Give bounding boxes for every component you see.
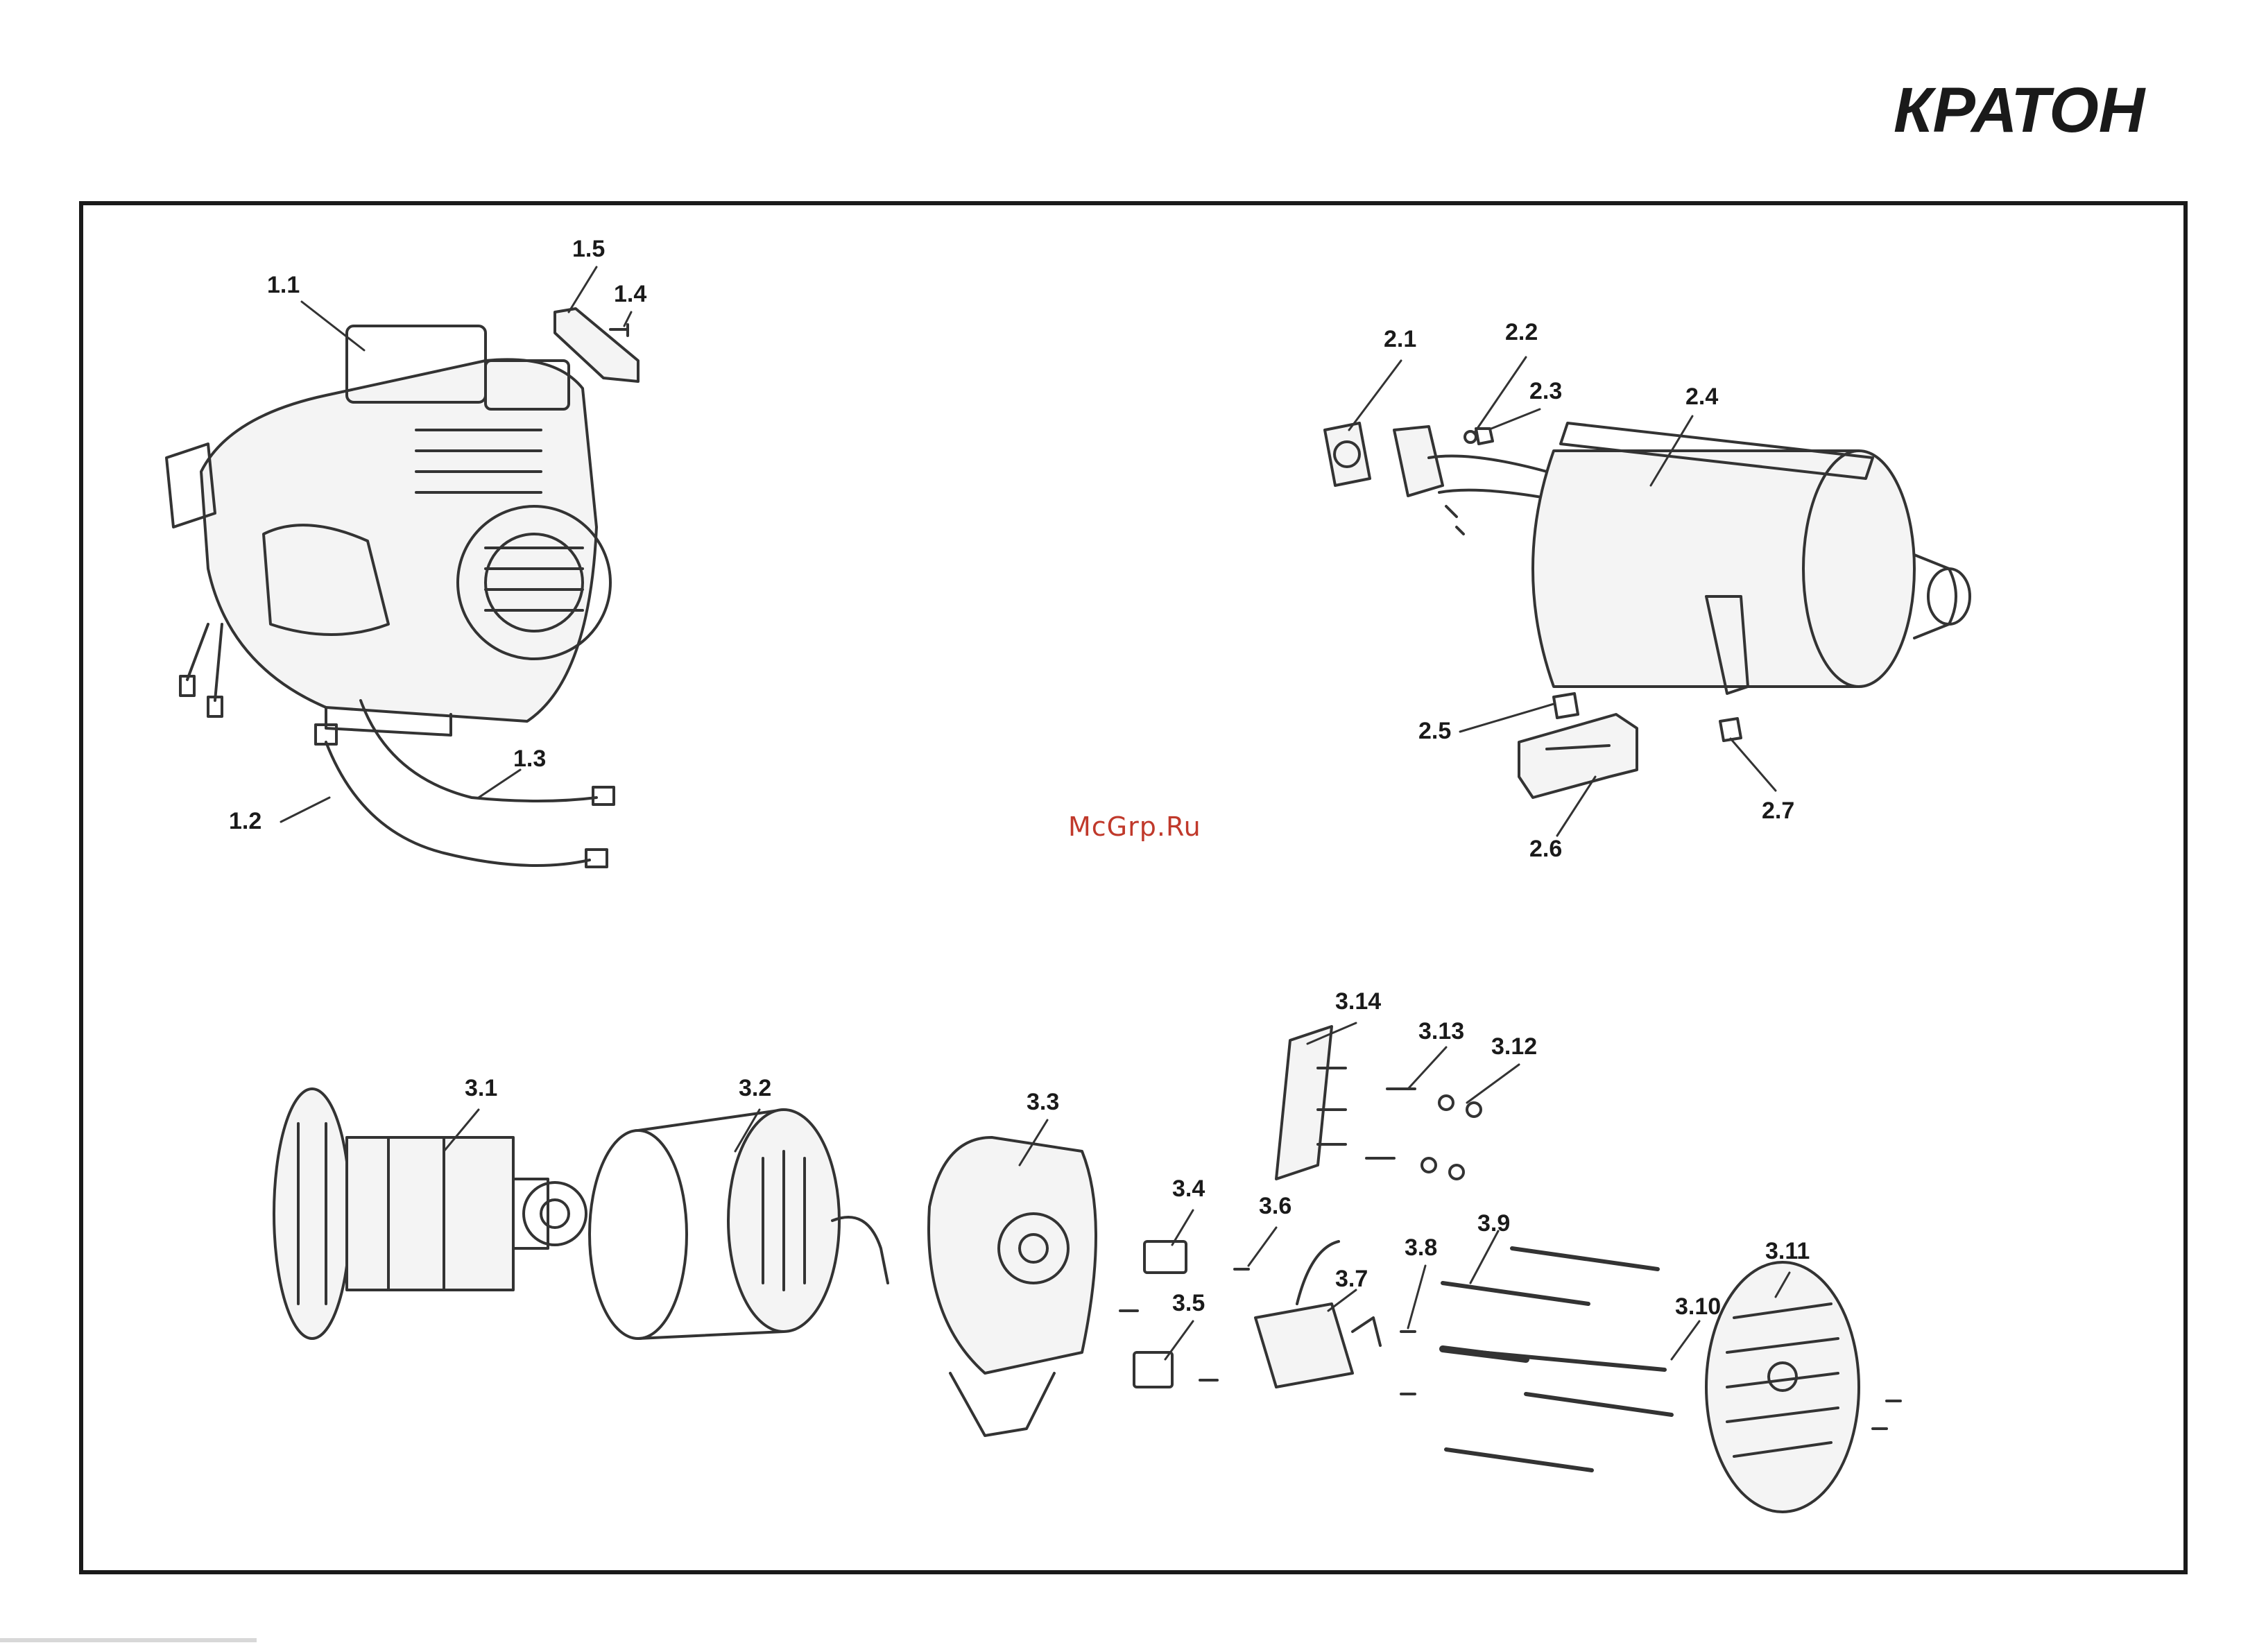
watermark: McGrp.Ru	[1068, 811, 1201, 842]
part-gasket-2-1	[1325, 423, 1370, 485]
callout-2-7: 2.7	[1762, 798, 1794, 825]
callout-3-8: 3.8	[1405, 1234, 1437, 1262]
callout-2-1: 2.1	[1384, 326, 1416, 353]
callout-2-2: 2.2	[1505, 319, 1538, 346]
callout-1-1: 1.1	[267, 272, 300, 299]
part-engine	[166, 326, 610, 735]
callout-3-13: 3.13	[1418, 1018, 1464, 1045]
callout-1-5: 1.5	[572, 236, 605, 263]
footer-rule	[0, 1638, 257, 1642]
part-cable-1-2	[326, 742, 590, 866]
callout-3-3: 3.3	[1027, 1089, 1059, 1116]
part-terminal-3-14	[1276, 1026, 1332, 1179]
callout-1-3: 1.3	[513, 746, 546, 773]
part-bolt-2-5	[1554, 694, 1578, 718]
callout-3-6: 3.6	[1259, 1193, 1291, 1220]
callout-1-4: 1.4	[614, 281, 646, 308]
part-nut-3-12	[1439, 1096, 1453, 1110]
callout-2-3: 2.3	[1529, 378, 1562, 405]
part-connector-3-4	[1144, 1241, 1186, 1273]
part-screw-3-8	[1401, 1332, 1415, 1394]
callout-3-9: 3.9	[1477, 1210, 1510, 1237]
callout-3-12: 3.12	[1491, 1033, 1537, 1060]
part-muffler-2-4	[1394, 423, 1970, 694]
callout-1-2: 1.2	[229, 808, 261, 835]
callout-3-4: 3.4	[1172, 1176, 1205, 1203]
part-regulator-3-7	[1255, 1304, 1353, 1387]
part-bolts-3-9	[1443, 1248, 1672, 1470]
part-nut-2-3	[1476, 429, 1493, 444]
part-end-cover-3-3	[929, 1137, 1096, 1436]
callout-2-4: 2.4	[1685, 384, 1718, 411]
part-rotor-3-1	[274, 1089, 586, 1339]
part-grille-cover-3-11	[1706, 1262, 1900, 1512]
callout-2-6: 2.6	[1529, 836, 1562, 863]
callout-3-2: 3.2	[739, 1075, 771, 1102]
callout-3-7: 3.7	[1335, 1266, 1368, 1293]
callout-3-10: 3.10	[1675, 1293, 1721, 1320]
part-bolt-3-13	[1366, 1089, 1415, 1158]
callout-2-5: 2.5	[1418, 718, 1451, 745]
callout-3-5: 3.5	[1172, 1290, 1205, 1317]
callout-3-11: 3.11	[1765, 1238, 1810, 1265]
callout-3-14: 3.14	[1335, 988, 1381, 1015]
callout-3-1: 3.1	[465, 1075, 497, 1102]
part-bracket-2-6	[1519, 714, 1637, 798]
part-bolt-2-7	[1720, 719, 1741, 741]
